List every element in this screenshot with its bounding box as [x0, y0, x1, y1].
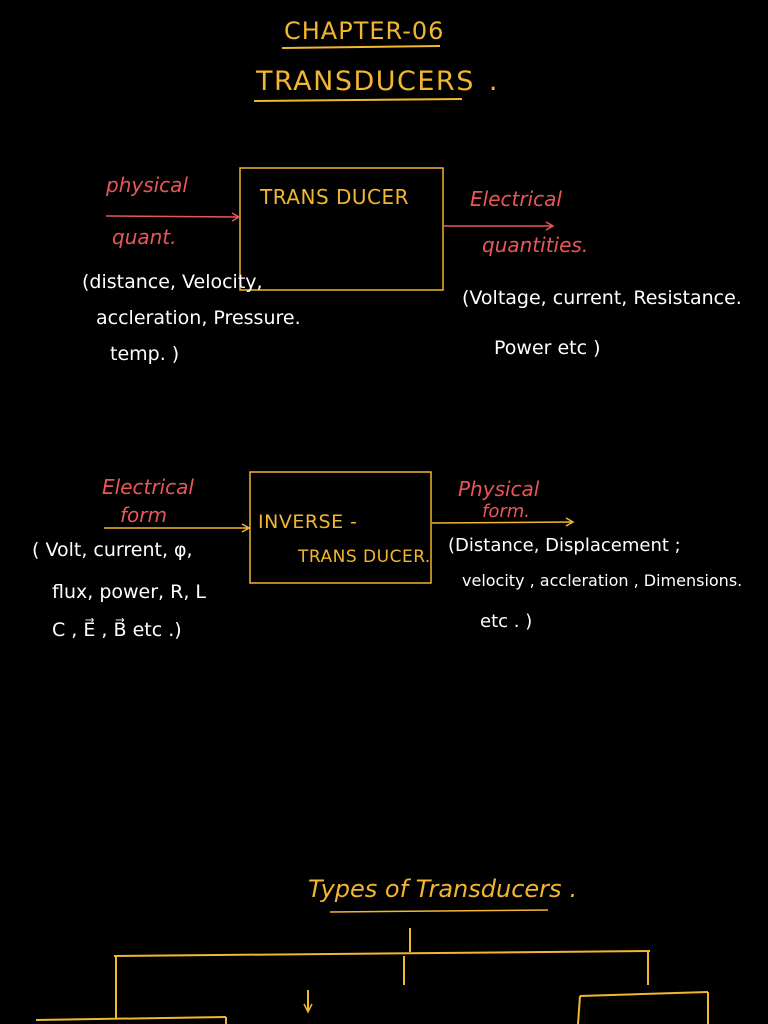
input-arrow-line	[105, 215, 239, 218]
transducer-box-label: TRANS DUCER	[260, 185, 410, 209]
inverse-output-example-line-3: etc . )	[480, 611, 533, 632]
types-heading-text: Types of Transducers	[308, 875, 562, 903]
tree-left-child-bar	[35, 1016, 227, 1021]
output-label-electrical: Electrical	[470, 187, 562, 211]
inverse-output-arrow-line	[431, 521, 573, 524]
transducer-box	[239, 167, 444, 291]
inverse-input-example-line-3: C , E⃗ , B⃗ etc .)	[52, 619, 182, 641]
input-label-quant: quant.	[112, 225, 177, 249]
inverse-input-example-line-1: ( Volt, current, φ,	[32, 539, 193, 561]
output-arrow-head	[545, 221, 555, 231]
input-label-physical: physical	[106, 173, 188, 197]
input-example-line-1: (distance, Velocity,	[82, 271, 263, 293]
page-title: TRANSDUCERS.	[256, 66, 499, 97]
input-arrow-head	[231, 212, 241, 222]
tree-right-child-bar	[579, 991, 709, 997]
chapter-heading: CHAPTER-06	[284, 17, 445, 45]
inverse-input-example-line-2: flux, power, R, L	[52, 581, 207, 603]
inverse-output-example-line-2: velocity , accleration , Dimensions.	[462, 571, 743, 590]
inverse-output-label-form: form.	[482, 501, 531, 522]
input-example-line-3: temp. )	[110, 343, 180, 365]
page-title-text: TRANSDUCERS	[256, 66, 475, 97]
inverse-box-label-2: TRANS DUCER.	[298, 547, 431, 567]
inverse-output-example-line-1: (Distance, Displacement ;	[448, 535, 681, 556]
tree-horizontal-bar	[113, 950, 651, 957]
types-heading: Types of Transducers.	[308, 875, 578, 904]
inverse-input-arrow-head	[241, 523, 251, 533]
inverse-box-label-1: INVERSE -	[258, 511, 358, 533]
types-title-underline	[329, 909, 549, 913]
tree-right-child-left-stem	[577, 995, 581, 1024]
output-example-line-2: Power etc )	[494, 337, 601, 359]
inverse-input-label-electrical: Electrical	[102, 475, 194, 499]
input-example-line-2: accleration, Pressure.	[96, 307, 301, 329]
output-example-line-1: (Voltage, current, Resistance.	[462, 287, 742, 309]
inverse-output-arrow-head	[565, 517, 575, 527]
page-title-suffix: .	[488, 66, 499, 97]
chapter-underline	[281, 45, 441, 49]
inverse-output-label-physical: Physical	[458, 477, 540, 501]
output-label-quantities: quantities.	[482, 233, 589, 257]
types-heading-suffix: .	[569, 875, 578, 903]
inverse-input-label-form: form	[120, 503, 167, 527]
inverse-transducer-box	[249, 471, 432, 584]
title-underline	[253, 98, 463, 102]
tree-middle-child-arrow	[303, 1003, 313, 1014]
